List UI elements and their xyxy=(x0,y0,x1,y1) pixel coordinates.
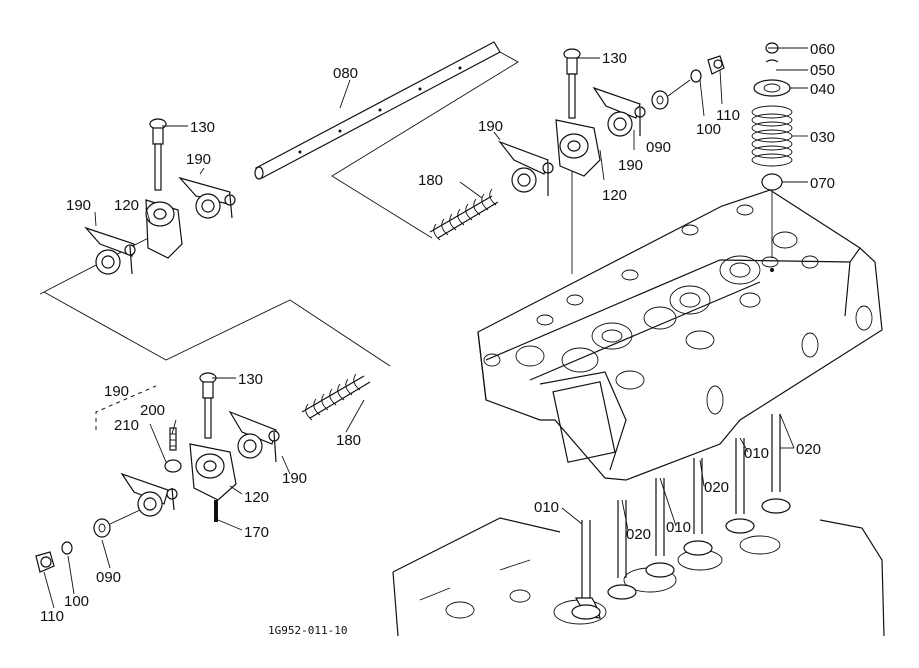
label-100-lower: 100 xyxy=(64,593,89,610)
label-130-upper-left: 130 xyxy=(190,119,215,136)
rocker-shaft xyxy=(254,41,501,180)
label-030: 030 xyxy=(810,129,835,146)
label-120-upper-right: 120 xyxy=(602,187,627,204)
label-130-lower: 130 xyxy=(238,371,263,388)
label-020-left: 020 xyxy=(626,526,651,543)
cylinder-head xyxy=(477,189,883,481)
label-110-upper: 110 xyxy=(716,107,740,124)
label-100-upper: 100 xyxy=(696,121,721,138)
label-070: 070 xyxy=(810,175,835,192)
label-190-upper-left-a: 190 xyxy=(66,197,91,214)
label-010-left: 010 xyxy=(534,499,559,516)
label-060: 060 xyxy=(810,41,835,58)
drawing-code: 1G952-011-10 xyxy=(268,624,347,637)
leader-lines xyxy=(43,47,808,609)
label-110-lower: 110 xyxy=(40,608,64,625)
rocker-group-lower xyxy=(35,372,371,573)
label-130-upper-right: 130 xyxy=(602,50,627,67)
label-190-lower-a: 190 xyxy=(104,383,129,400)
label-040: 040 xyxy=(810,81,835,98)
label-020-middle: 020 xyxy=(704,479,729,496)
label-050: 050 xyxy=(810,62,835,79)
label-190-lower-b: 190 xyxy=(282,470,307,487)
label-090-upper: 090 xyxy=(646,139,671,156)
label-190-upper-left-b: 190 xyxy=(186,151,211,168)
label-090-lower: 090 xyxy=(96,569,121,586)
label-120-upper-left: 120 xyxy=(114,197,139,214)
rocker-group-upper-left xyxy=(84,118,236,275)
label-190-upper-right-b: 190 xyxy=(618,157,643,174)
label-080: 080 xyxy=(333,65,358,82)
label-020-right: 020 xyxy=(796,441,821,458)
label-180-lower: 180 xyxy=(336,432,361,449)
valves xyxy=(571,414,791,620)
label-180-upper: 180 xyxy=(418,172,443,189)
label-120-lower: 120 xyxy=(244,489,269,506)
label-200: 200 xyxy=(140,402,165,419)
label-210: 210 xyxy=(114,417,139,434)
valve-spring-stack xyxy=(751,42,793,258)
label-010-right: 010 xyxy=(744,445,769,462)
part-labels: 060 050 040 030 070 130 110 100 090 190 … xyxy=(40,41,835,637)
label-010-middle: 010 xyxy=(666,519,691,536)
label-170: 170 xyxy=(244,524,269,541)
rocker-group-upper-right xyxy=(429,48,725,241)
label-190-upper-right-a: 190 xyxy=(478,118,503,135)
cylinder-block xyxy=(392,517,885,637)
